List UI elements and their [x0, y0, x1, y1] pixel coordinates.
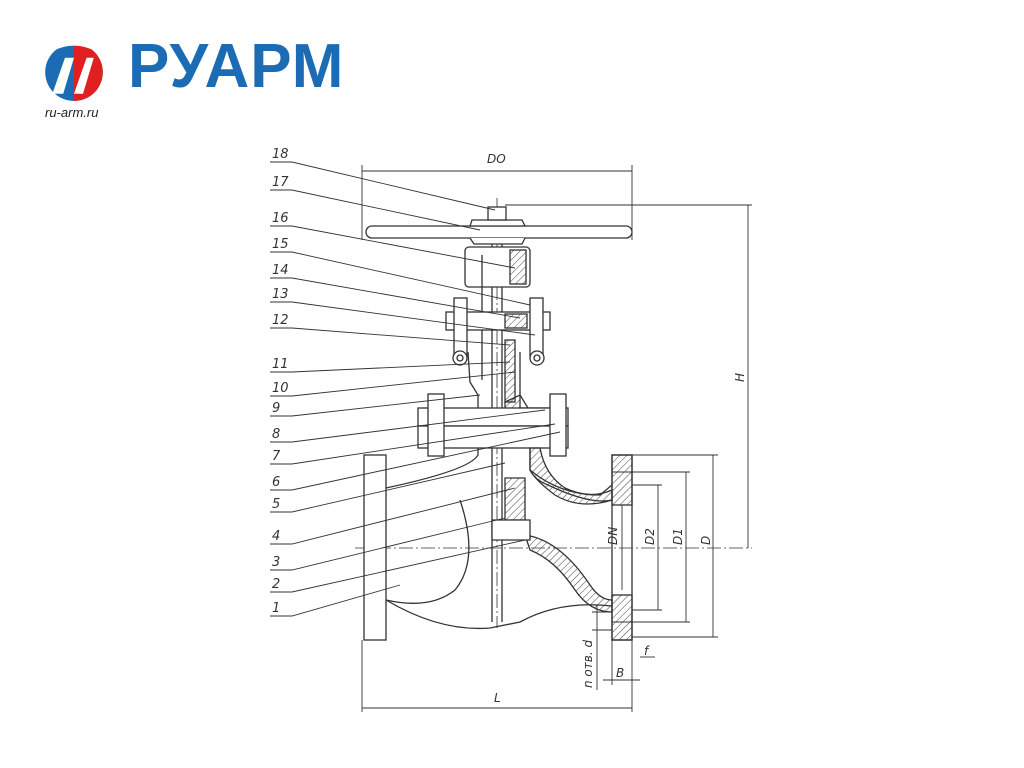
- leader-line: [270, 301, 536, 336]
- part-number-label: 12: [272, 313, 289, 328]
- dim-label-d: D: [699, 536, 713, 545]
- leader-line: [270, 487, 516, 545]
- part-number-label: 9: [272, 401, 280, 416]
- part-number-label: 5: [272, 497, 280, 512]
- part-labels: 18 17 16 15 14 13 12 11 10 9 8 7 6 5 4 3 2 1: [272, 147, 289, 616]
- part-number-label: 7: [272, 449, 281, 464]
- leader-lines: [270, 161, 561, 617]
- leader-line: [270, 584, 401, 617]
- part-number-label: 8: [272, 427, 280, 442]
- leader-line: [270, 327, 511, 346]
- dim-label-do: DO: [487, 152, 506, 166]
- part-number-label: 10: [272, 381, 289, 396]
- leader-line: [270, 161, 496, 211]
- logo-emblem-icon: [45, 42, 103, 101]
- part-number-label: 2: [272, 577, 280, 592]
- part-number-label: 17: [272, 175, 289, 190]
- part-number-label: 15: [272, 237, 289, 252]
- part-number-label: 14: [272, 263, 289, 278]
- valve-outline: [355, 198, 752, 641]
- part-number-label: 1: [272, 601, 280, 616]
- leader-line: [270, 361, 511, 373]
- dim-label-holes: n отв. d: [581, 640, 595, 688]
- dim-label-h: H: [733, 373, 747, 382]
- part-number-label: 11: [272, 357, 289, 372]
- leader-line: [270, 517, 506, 571]
- logo-url: ru-arm.ru: [45, 105, 99, 120]
- part-number-label: 6: [272, 475, 280, 490]
- dim-label-l: L: [494, 691, 501, 705]
- leader-line: [270, 431, 561, 491]
- leader-line: [270, 371, 516, 397]
- part-number-label: 4: [272, 529, 280, 544]
- leader-line: [270, 277, 521, 319]
- leader-line: [270, 394, 481, 417]
- leader-line: [270, 539, 526, 593]
- leader-line: [270, 225, 516, 269]
- dim-label-d2: D2: [643, 528, 657, 545]
- dim-label-dn: DN: [606, 527, 620, 545]
- dimension-labels: DO H DN D2 D1 D L B f n отв. d: [487, 152, 747, 705]
- leader-line: [270, 251, 531, 306]
- leader-line: [270, 409, 546, 443]
- logo-brand-name: РУАРМ: [128, 32, 345, 101]
- leader-line: [270, 462, 506, 513]
- part-number-label: 16: [272, 211, 289, 226]
- part-number-label: 13: [272, 287, 289, 302]
- dim-label-d1: D1: [671, 528, 685, 545]
- dimension-lines: [361, 165, 752, 712]
- part-number-label: 3: [272, 555, 280, 570]
- leader-line: [270, 189, 481, 231]
- dim-label-b: B: [616, 666, 624, 680]
- dim-label-f: f: [644, 644, 650, 658]
- leader-line: [270, 423, 556, 465]
- part-number-label: 18: [272, 147, 289, 162]
